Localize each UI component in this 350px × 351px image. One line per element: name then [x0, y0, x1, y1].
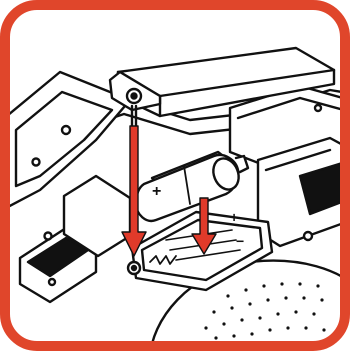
compartment-screw-center	[132, 266, 136, 270]
right-screw-hole	[304, 232, 312, 240]
left-clip-hole-2	[49, 279, 55, 285]
battery-plus-mark: +	[152, 183, 161, 200]
right-screw-hole-2	[315, 105, 321, 111]
compartment-minus-mark: −	[236, 233, 244, 249]
left-panel-hole-2	[33, 159, 40, 166]
door-screw-center	[132, 94, 137, 99]
left-clip-hole	[45, 233, 52, 240]
left-panel-hole	[62, 126, 70, 134]
compartment-plus-mark: +	[230, 209, 238, 225]
